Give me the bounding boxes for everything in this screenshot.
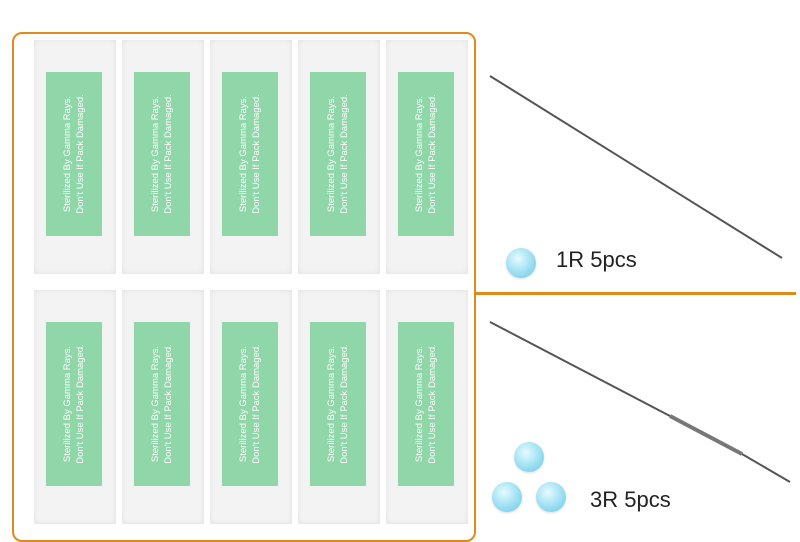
- sticker-line-1: Sterilized By Gamma Rays.: [414, 345, 425, 463]
- needle-packet: Sterilized By Gamma Rays. Don't Use If P…: [122, 290, 204, 524]
- sticker-line-1: Sterilized By Gamma Rays.: [238, 95, 249, 213]
- sticker-text: Sterilized By Gamma Rays. Don't Use If P…: [149, 344, 175, 464]
- sticker-text: Sterilized By Gamma Rays. Don't Use If P…: [61, 344, 87, 464]
- sterile-sticker: Sterilized By Gamma Rays. Don't Use If P…: [310, 72, 366, 236]
- needle-packet: Sterilized By Gamma Rays. Don't Use If P…: [34, 40, 116, 274]
- needle-3r-shaft: [489, 321, 671, 417]
- round-tip-icon: [514, 442, 544, 472]
- needle-packet: Sterilized By Gamma Rays. Don't Use If P…: [386, 290, 468, 524]
- sterile-sticker: Sterilized By Gamma Rays. Don't Use If P…: [46, 322, 102, 486]
- sticker-line-2: Don't Use If Pack Damaged.: [339, 94, 350, 214]
- sticker-line-2: Don't Use If Pack Damaged.: [339, 344, 350, 464]
- sticker-line-1: Sterilized By Gamma Rays.: [414, 95, 425, 213]
- sticker-line-2: Don't Use If Pack Damaged.: [75, 94, 86, 214]
- sterile-sticker: Sterilized By Gamma Rays. Don't Use If P…: [310, 322, 366, 486]
- sterile-sticker: Sterilized By Gamma Rays. Don't Use If P…: [398, 72, 454, 236]
- sticker-line-1: Sterilized By Gamma Rays.: [238, 345, 249, 463]
- sticker-line-1: Sterilized By Gamma Rays.: [326, 95, 337, 213]
- sticker-line-2: Don't Use If Pack Damaged.: [251, 344, 262, 464]
- sticker-line-1: Sterilized By Gamma Rays.: [150, 345, 161, 463]
- sticker-line-2: Don't Use If Pack Damaged.: [75, 344, 86, 464]
- needle-packet: Sterilized By Gamma Rays. Don't Use If P…: [122, 40, 204, 274]
- sticker-line-1: Sterilized By Gamma Rays.: [326, 345, 337, 463]
- label-1r: 1R 5pcs: [556, 247, 637, 272]
- sticker-text: Sterilized By Gamma Rays. Don't Use If P…: [61, 94, 87, 214]
- sterile-sticker: Sterilized By Gamma Rays. Don't Use If P…: [398, 322, 454, 486]
- needle-packet: Sterilized By Gamma Rays. Don't Use If P…: [210, 290, 292, 524]
- sterile-sticker: Sterilized By Gamma Rays. Don't Use If P…: [222, 322, 278, 486]
- section-divider: [476, 292, 796, 295]
- sticker-text: Sterilized By Gamma Rays. Don't Use If P…: [325, 94, 351, 214]
- needle-packet: Sterilized By Gamma Rays. Don't Use If P…: [210, 40, 292, 274]
- round-tip-icon: [492, 482, 522, 512]
- sticker-line-1: Sterilized By Gamma Rays.: [62, 345, 73, 463]
- sticker-line-2: Don't Use If Pack Damaged.: [251, 94, 262, 214]
- needle-packet: Sterilized By Gamma Rays. Don't Use If P…: [298, 290, 380, 524]
- sticker-line-2: Don't Use If Pack Damaged.: [427, 344, 438, 464]
- sticker-text: Sterilized By Gamma Rays. Don't Use If P…: [149, 94, 175, 214]
- sticker-text: Sterilized By Gamma Rays. Don't Use If P…: [237, 344, 263, 464]
- needle-packet: Sterilized By Gamma Rays. Don't Use If P…: [298, 40, 380, 274]
- needle-3r-grouping: [669, 414, 743, 456]
- round-tip-icon: [536, 482, 566, 512]
- sterile-sticker: Sterilized By Gamma Rays. Don't Use If P…: [134, 322, 190, 486]
- sticker-line-1: Sterilized By Gamma Rays.: [62, 95, 73, 213]
- needle-illustration: [489, 75, 791, 483]
- round-tip-icon: [506, 248, 536, 278]
- sticker-line-1: Sterilized By Gamma Rays.: [150, 95, 161, 213]
- sticker-text: Sterilized By Gamma Rays. Don't Use If P…: [325, 344, 351, 464]
- sticker-line-2: Don't Use If Pack Damaged.: [163, 344, 174, 464]
- sterile-sticker: Sterilized By Gamma Rays. Don't Use If P…: [46, 72, 102, 236]
- sticker-text: Sterilized By Gamma Rays. Don't Use If P…: [413, 94, 439, 214]
- sticker-text: Sterilized By Gamma Rays. Don't Use If P…: [237, 94, 263, 214]
- sticker-text: Sterilized By Gamma Rays. Don't Use If P…: [413, 344, 439, 464]
- needle-packet: Sterilized By Gamma Rays. Don't Use If P…: [34, 290, 116, 524]
- sterile-sticker: Sterilized By Gamma Rays. Don't Use If P…: [222, 72, 278, 236]
- sterile-sticker: Sterilized By Gamma Rays. Don't Use If P…: [134, 72, 190, 236]
- needle-1r: [489, 75, 783, 259]
- sticker-line-2: Don't Use If Pack Damaged.: [163, 94, 174, 214]
- sticker-line-2: Don't Use If Pack Damaged.: [427, 94, 438, 214]
- needle-3r-tip: [741, 453, 791, 483]
- needle-packet: Sterilized By Gamma Rays. Don't Use If P…: [386, 40, 468, 274]
- label-3r: 3R 5pcs: [590, 487, 671, 512]
